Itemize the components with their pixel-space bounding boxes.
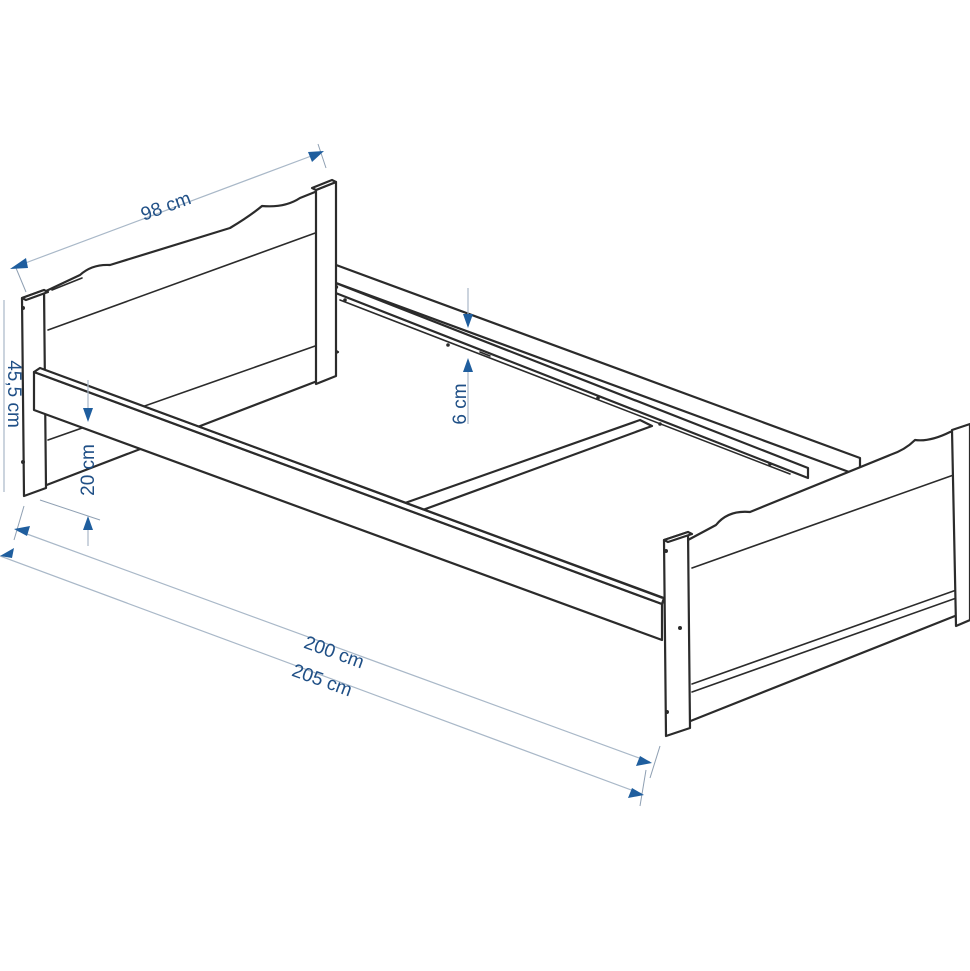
- dim-label-ledge-height: 6 cm: [450, 383, 471, 424]
- dim-ledge-height: 6 cm: [450, 288, 473, 425]
- footboard: [662, 422, 970, 738]
- back-side-rail: [326, 260, 862, 480]
- dim-rail-height: 20 cm: [39, 380, 101, 546]
- dim-label-height: 45,5 cm: [3, 360, 24, 428]
- dim-label-rail-height: 20 cm: [78, 444, 99, 496]
- front-side-rail: [32, 366, 666, 642]
- dim-label-width: 98 cm: [138, 188, 194, 225]
- dim-height: 45,5 cm: [3, 300, 24, 492]
- dim-inner-length: 200 cm: [13, 505, 661, 779]
